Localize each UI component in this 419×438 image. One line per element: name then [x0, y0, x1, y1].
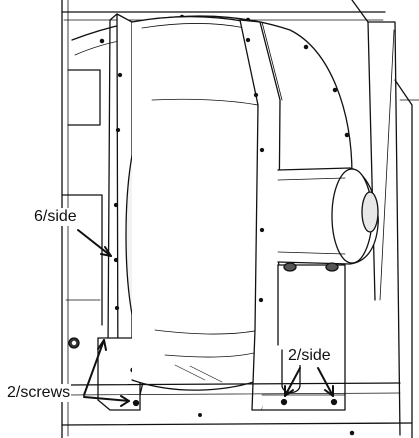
arrow-6side	[77, 229, 112, 257]
callout-two-per-side: 2/side	[287, 347, 332, 365]
motor	[277, 167, 379, 265]
motor-mount	[261, 262, 346, 411]
arrow-2side-a	[284, 367, 301, 397]
callout-arrows	[77, 229, 334, 407]
base-rails	[61, 382, 413, 436]
callout-two-screws: 2/screws	[6, 384, 72, 402]
side-opening	[61, 69, 103, 349]
arrow-2side-b	[317, 367, 334, 397]
arrow-2screws-b	[83, 396, 130, 402]
blower-wheel	[131, 16, 261, 391]
callout-six-per-side: 6/side	[33, 208, 78, 226]
cabinet-frame	[61, 0, 419, 438]
arrow-2screws-a	[83, 339, 105, 396]
